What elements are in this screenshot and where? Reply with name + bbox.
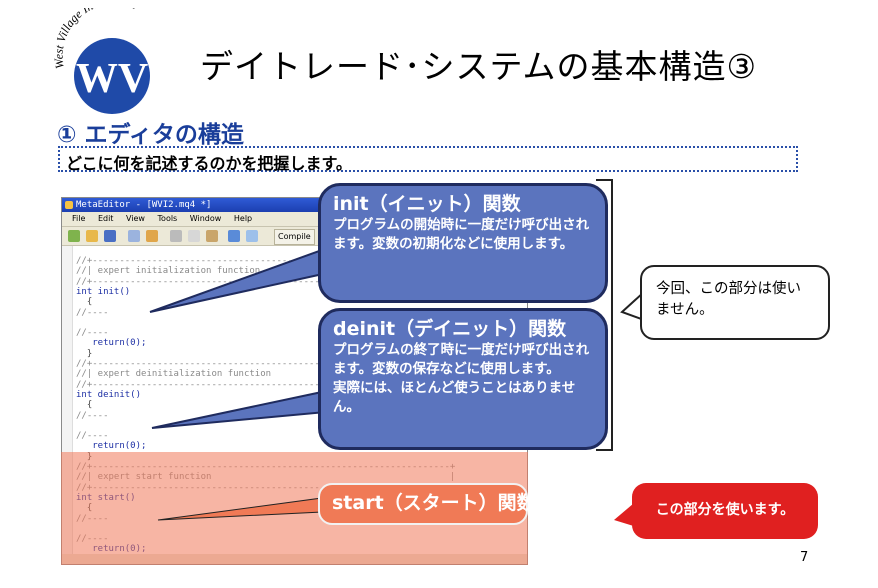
code-line: //---- <box>76 410 109 421</box>
cut-icon[interactable] <box>170 230 182 242</box>
code-line: //---- <box>76 307 109 318</box>
compile-button[interactable]: Compile <box>274 229 315 245</box>
init-body: プログラムの開始時に一度だけ呼び出されます。変数の初期化などに使用します。 <box>333 217 590 252</box>
code-line: { <box>76 400 93 411</box>
back-icon[interactable] <box>228 230 240 242</box>
init-pointer <box>149 248 334 313</box>
page-title: デイトレード･システムの基本構造③ <box>200 47 758 86</box>
section-heading: ① エディタの構造 <box>57 122 244 148</box>
code-line: return(0); <box>76 338 147 349</box>
company-logo: West Village Investment WV <box>51 0 172 118</box>
code-line: } <box>76 348 93 359</box>
init-heading: init（イニット）関数 <box>333 193 521 215</box>
open-folder-icon[interactable] <box>86 230 98 242</box>
deinit-callout: deinit（デイニット）関数 プログラムの終了時に一度だけ呼び出されます。変数… <box>318 308 608 450</box>
menu-file[interactable]: File <box>72 214 86 223</box>
start-pointer <box>157 497 323 521</box>
page-number: 7 <box>800 550 809 565</box>
deinit-body: プログラムの終了時に一度だけ呼び出されます。変数の保存などに使用します。 <box>333 342 590 377</box>
bracket-shape <box>596 179 613 451</box>
editor-window-title: MetaEditor - [WVI2.mq4 *] <box>76 200 212 210</box>
subtitle-frame <box>58 146 798 172</box>
not-used-note: 今回、この部分は使いません。 <box>640 265 830 340</box>
code-line: { <box>76 297 93 308</box>
menu-window[interactable]: Window <box>189 214 222 223</box>
start-callout: start（スタート）関数 <box>318 483 536 525</box>
init-callout: init（イニット）関数 プログラムの開始時に一度だけ呼び出されます。変数の初期… <box>318 183 608 303</box>
save-icon[interactable] <box>104 230 116 242</box>
menu-edit[interactable]: Edit <box>97 214 114 223</box>
app-icon <box>65 201 73 209</box>
copy-icon[interactable] <box>188 230 200 242</box>
code-line: //+-------------------------------------… <box>76 256 456 266</box>
code-line: //+-------------------------------------… <box>76 359 456 369</box>
paste-icon[interactable] <box>206 230 218 242</box>
code-line: return(0); <box>76 441 147 452</box>
window-icon[interactable] <box>128 230 140 242</box>
menu-tools[interactable]: Tools <box>157 214 178 223</box>
deinit-heading: deinit（デイニット）関数 <box>333 318 567 340</box>
menu-view[interactable]: View <box>125 214 145 223</box>
start-heading: start（スタート）関数 <box>332 492 536 514</box>
code-gutter <box>62 246 73 564</box>
use-this-note: この部分を使います。 <box>632 483 818 539</box>
menu-help[interactable]: Help <box>233 214 253 223</box>
new-file-icon[interactable] <box>68 230 80 242</box>
subtitle-text: どこに何を記述するのかを把握します。 <box>66 154 352 173</box>
code-line: //---- <box>76 431 109 442</box>
code-line: //+-------------------------------------… <box>76 379 456 390</box>
logo-mark: WV <box>76 56 148 102</box>
deinit-body-note: 実際には、ほとんど使うことはありません。 <box>333 380 576 415</box>
book-icon[interactable] <box>146 230 158 242</box>
code-line: //---- <box>76 328 109 339</box>
forward-icon[interactable] <box>246 230 258 242</box>
code-line: int deinit() <box>76 389 142 400</box>
deinit-pointer <box>151 390 328 429</box>
code-line: int init() <box>76 286 131 297</box>
